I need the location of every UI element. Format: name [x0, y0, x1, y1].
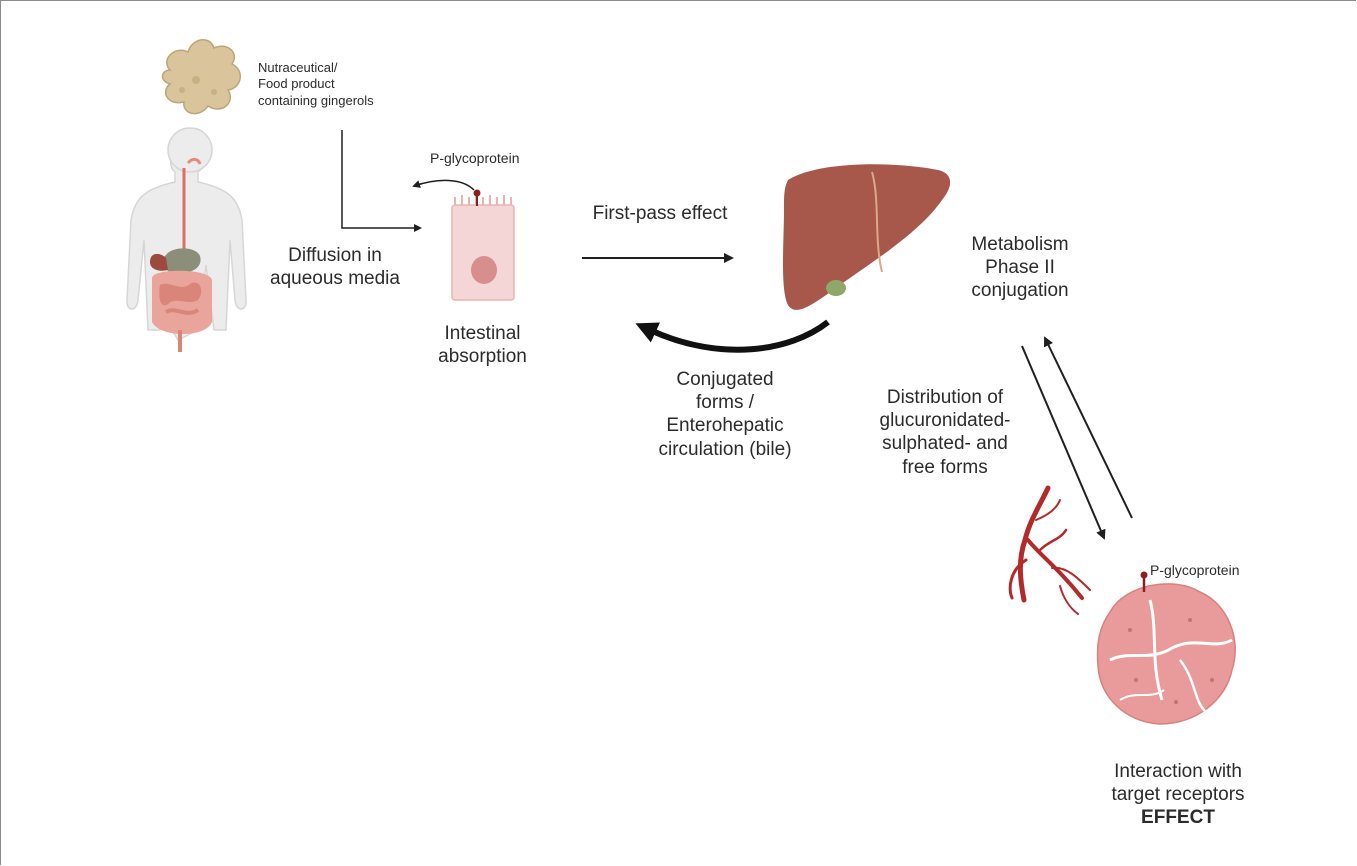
metabolism-line-1: Metabolism [940, 233, 1100, 256]
distribution-line-1: Distribution of [855, 386, 1035, 409]
conjugated-forms-label: Conjugated forms / Enterohepatic circula… [625, 368, 825, 461]
p-glycoprotein-bottom-label: P-glycoprotein [1150, 562, 1280, 580]
diffusion-line-2: aqueous media [255, 267, 415, 290]
interaction-line-1: Interaction with [1088, 760, 1268, 783]
conjugated-line-3: Enterohepatic [625, 414, 825, 437]
target-tissue-icon [1098, 572, 1236, 725]
p-glycoprotein-top-label: P-glycoprotein [430, 150, 560, 168]
interaction-label: Interaction with target receptors EFFECT [1088, 760, 1268, 830]
metabolism-line-2: Phase II [940, 256, 1100, 279]
intestinal-line-2: absorption [405, 345, 560, 368]
nutraceutical-label: Nutraceutical/ Food product containing g… [258, 60, 408, 109]
nutraceutical-line-2: Food product [258, 76, 408, 92]
enterocyte-cell-icon [452, 190, 514, 301]
interaction-line-2: target receptors [1088, 783, 1268, 806]
first-pass-label: First-pass effect [565, 202, 755, 225]
distribution-label: Distribution of glucuronidated- sulphate… [855, 386, 1035, 479]
distribution-line-3: sulphated- and [855, 432, 1035, 455]
conjugated-line-1: Conjugated [625, 368, 825, 391]
enterohepatic-arrow [650, 322, 828, 350]
nutraceutical-line-1: Nutraceutical/ [258, 60, 408, 76]
diffusion-label: Diffusion in aqueous media [255, 244, 415, 290]
distribution-line-2: glucuronidated- [855, 409, 1035, 432]
distribution-line-4: free forms [855, 456, 1035, 479]
diffusion-line-1: Diffusion in [255, 244, 415, 267]
intestinal-line-1: Intestinal [405, 322, 560, 345]
conjugated-line-2: forms / [625, 391, 825, 414]
ginger-root-icon [162, 40, 240, 114]
metabolism-line-3: conjugation [940, 279, 1100, 302]
conjugated-line-4: circulation (bile) [625, 438, 825, 461]
metabolism-label: Metabolism Phase II conjugation [940, 233, 1100, 303]
intestinal-absorption-label: Intestinal absorption [405, 322, 560, 368]
intake-arrow [342, 130, 420, 228]
effect-label: EFFECT [1088, 806, 1268, 829]
nutraceutical-line-3: containing gingerols [258, 93, 408, 109]
human-digestive-system-icon [127, 128, 246, 352]
efflux-arrow [414, 180, 474, 190]
blood-vessel-icon [1010, 488, 1090, 614]
liver-icon [783, 164, 950, 310]
